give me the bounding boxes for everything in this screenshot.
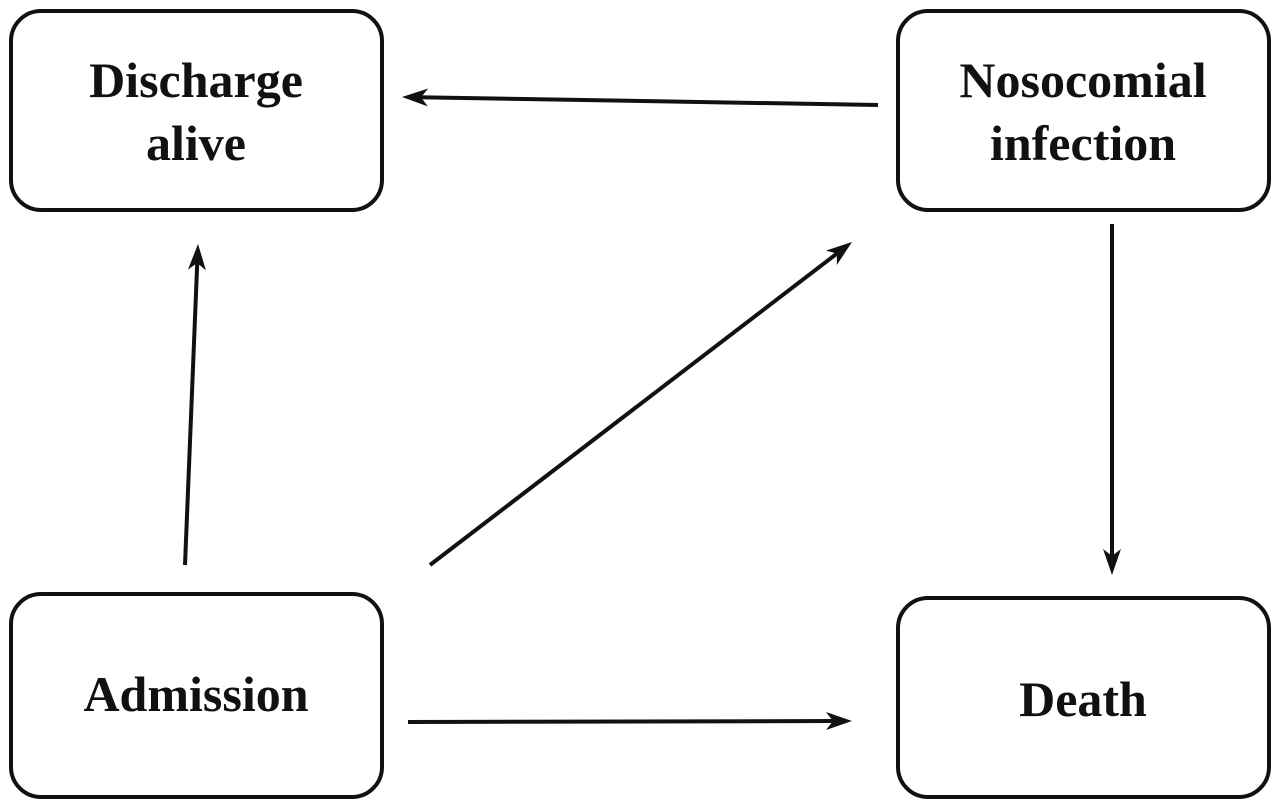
- arrow-infection-to-death: [1103, 224, 1121, 575]
- node-label: Admission: [83, 666, 308, 722]
- arrowhead: [825, 242, 852, 265]
- node-label: Death: [1019, 671, 1147, 727]
- node-admission: Admission: [9, 592, 384, 799]
- node-box: [9, 592, 384, 799]
- arrow-shaft: [428, 249, 841, 567]
- arrow-shaft: [183, 259, 200, 566]
- node-label-line1: Nosocomial: [959, 52, 1206, 108]
- node-death: Death: [896, 596, 1271, 799]
- arrow-admission-to-death: [407, 712, 852, 731]
- node-label-line1: Discharge: [89, 52, 303, 108]
- arrow-infection-to-discharge: [402, 88, 879, 107]
- node-label-line2: alive: [146, 115, 246, 171]
- arrowhead: [1103, 549, 1121, 575]
- node-box: [896, 9, 1271, 212]
- arrowhead: [187, 244, 206, 271]
- edges: [183, 88, 1121, 731]
- node-box: [9, 9, 384, 212]
- node-discharge-alive: Discharge alive: [9, 9, 384, 212]
- arrow-shaft: [407, 719, 837, 724]
- node-box: [896, 596, 1271, 799]
- arrow-admission-to-discharge: [183, 244, 206, 566]
- arrowhead: [402, 88, 429, 107]
- node-label-line2: infection: [990, 115, 1176, 171]
- arrowhead: [825, 712, 852, 731]
- arrow-admission-to-infection: [428, 242, 852, 567]
- node-nosocomial-infection: Nosocomial infection: [896, 9, 1271, 212]
- arrow-shaft: [417, 95, 879, 107]
